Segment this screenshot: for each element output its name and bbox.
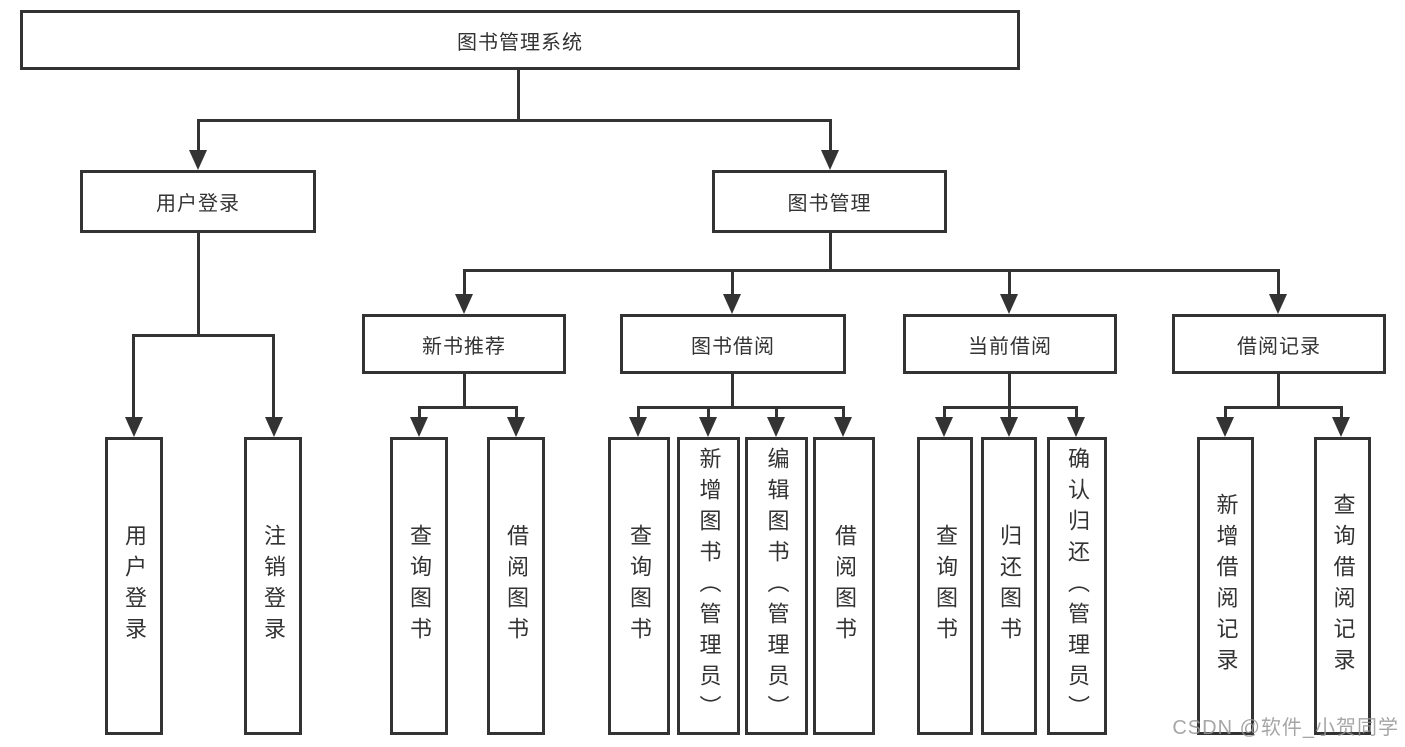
connector-book-mgmt-stem [829, 233, 832, 272]
leaf-cb-return-book-label: 归还图书 [997, 524, 1022, 648]
leaf-cb-confirm-return: 确认归还（管理员） [1047, 437, 1107, 735]
arrow-cb-leaf1 [935, 417, 953, 437]
node-user-login: 用户登录 [80, 170, 316, 233]
connector-nbr-leaf2-drop [515, 406, 518, 418]
connector-br-leaf1-drop [1224, 406, 1227, 418]
connector-br-leaf2-drop [1340, 406, 1343, 418]
arrow-bb-leaf4 [834, 417, 852, 437]
connector-borrow-record-drop [1277, 269, 1280, 296]
leaf-bb-borrow-book-label: 借阅图书 [832, 524, 857, 648]
leaf-br-add-record-label: 新增借阅记录 [1213, 493, 1239, 679]
leaf-nbr-borrow-book: 借阅图书 [487, 437, 545, 735]
connector-login-leaf-drop [132, 334, 135, 417]
leaf-cb-confirm-return-label: 确认归还（管理员） [1065, 446, 1090, 726]
connector-root-branch [197, 119, 832, 122]
leaf-nbr-query-book: 查询图书 [390, 437, 448, 735]
arrow-br-leaf1 [1216, 417, 1234, 437]
arrow-cb-leaf3 [1067, 417, 1085, 437]
connector-bb-leaf4-drop [842, 406, 845, 418]
node-book-mgmt: 图书管理 [712, 170, 947, 233]
csdn-watermark: CSDN @软件_小贺同学 [1172, 717, 1399, 739]
arrow-logout-leaf [265, 417, 283, 437]
leaf-bb-add-book-label: 新增图书（管理员） [696, 446, 722, 726]
leaf-cb-query-book-label: 查询图书 [933, 524, 958, 648]
node-new-book-rec: 新书推荐 [362, 314, 566, 374]
leaf-bb-query-book-label: 查询图书 [627, 524, 652, 648]
connector-user-login-branch [132, 334, 275, 337]
arrow-current-borrow [1000, 294, 1018, 314]
leaf-br-query-record-label: 查询借阅记录 [1330, 493, 1356, 679]
connector-current-borrow-stem [1008, 374, 1011, 409]
leaf-user-login-label: 用户登录 [122, 524, 147, 648]
arrow-nbr-leaf2 [507, 417, 525, 437]
connector-root-drop [517, 70, 520, 122]
arrow-book-mgmt [821, 150, 839, 170]
leaf-bb-borrow-book: 借阅图书 [813, 437, 875, 735]
leaf-cb-query-book: 查询图书 [917, 437, 973, 735]
leaf-bb-add-book: 新增图书（管理员） [677, 437, 740, 735]
connector-user-login-stem [197, 233, 200, 337]
arrow-cb-leaf2 [1000, 417, 1018, 437]
leaf-nbr-query-book-label: 查询图书 [407, 524, 432, 648]
leaf-bb-edit-book-label: 编辑图书（管理员） [764, 446, 790, 726]
connector-new-book-rec-branch [418, 406, 517, 409]
connector-book-borrow-drop [731, 269, 734, 296]
connector-borrow-record-branch [1224, 406, 1343, 409]
arrow-login-leaf [125, 417, 143, 437]
connector-nbr-leaf1-drop [418, 406, 421, 418]
leaf-nbr-borrow-book-label: 借阅图书 [504, 524, 529, 648]
arrow-br-leaf2 [1332, 417, 1350, 437]
leaf-cb-return-book: 归还图书 [981, 437, 1037, 735]
arrow-nbr-leaf1 [410, 417, 428, 437]
node-borrow-record: 借阅记录 [1172, 314, 1386, 374]
arrow-bb-leaf3 [767, 417, 785, 437]
connector-new-book-rec-stem [463, 374, 466, 409]
connector-book-mgmt-drop [829, 119, 832, 151]
arrow-user-login [189, 150, 207, 170]
arrow-bb-leaf1 [629, 417, 647, 437]
connector-user-login-drop [197, 119, 200, 151]
connector-bb-leaf2-drop [707, 406, 710, 418]
connector-current-borrow-drop [1008, 269, 1011, 296]
leaf-bb-edit-book: 编辑图书（管理员） [745, 437, 808, 735]
node-current-borrow: 当前借阅 [903, 314, 1117, 374]
leaf-user-login: 用户登录 [105, 437, 163, 735]
connector-book-borrow-branch [637, 406, 845, 409]
connector-bb-leaf3-drop [775, 406, 778, 418]
node-book-borrow: 图书借阅 [620, 314, 846, 374]
connector-book-borrow-stem [731, 374, 734, 409]
connector-cb-leaf3-drop [1075, 406, 1078, 418]
connector-cb-leaf1-drop [943, 406, 946, 418]
leaf-logout: 注销登录 [244, 437, 302, 735]
connector-logout-leaf-drop [272, 334, 275, 417]
connector-cb-leaf2-drop [1008, 406, 1011, 418]
arrow-bb-leaf2 [699, 417, 717, 437]
leaf-bb-query-book: 查询图书 [608, 437, 670, 735]
arrow-new-book-rec [455, 294, 473, 314]
connector-borrow-record-stem [1277, 374, 1280, 409]
leaf-br-query-record: 查询借阅记录 [1314, 437, 1371, 735]
connector-book-mgmt-branch [463, 269, 1280, 272]
node-root: 图书管理系统 [20, 10, 1020, 70]
arrow-borrow-record [1269, 294, 1287, 314]
leaf-br-add-record: 新增借阅记录 [1197, 437, 1254, 735]
arrow-book-borrow [723, 294, 741, 314]
leaf-logout-label: 注销登录 [261, 524, 286, 648]
connector-new-book-rec-drop [463, 269, 466, 296]
connector-bb-leaf1-drop [637, 406, 640, 418]
